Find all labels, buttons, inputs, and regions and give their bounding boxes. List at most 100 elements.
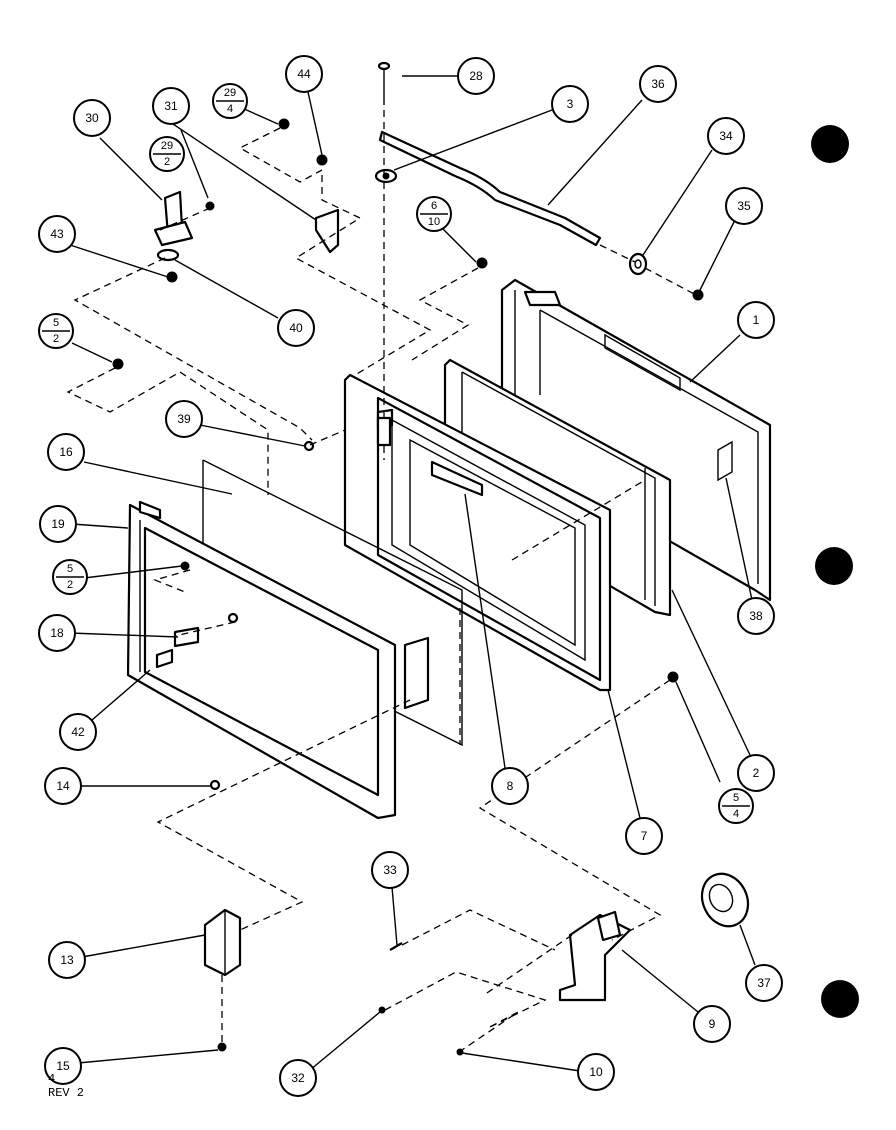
balloon-40-label: 40 xyxy=(289,321,303,335)
balloon-28: 28 xyxy=(457,57,495,95)
fraction-29-4-top: 29 xyxy=(224,87,236,99)
balloon-16: 16 xyxy=(47,433,85,471)
balloon-32-label: 32 xyxy=(291,1071,305,1085)
balloon-14-label: 14 xyxy=(56,779,70,793)
balloon-18: 18 xyxy=(38,614,76,652)
fraction-callout-6-10: 6 10 xyxy=(416,196,452,232)
part-15-screw xyxy=(217,1042,227,1052)
balloon-1: 1 xyxy=(737,301,775,339)
balloon-43-label: 43 xyxy=(50,227,64,241)
balloon-9-label: 9 xyxy=(709,1017,716,1031)
fraction-5-2-mid-top: 5 xyxy=(67,563,73,575)
balloon-2-label: 2 xyxy=(753,766,760,780)
part-31-bracket xyxy=(314,208,340,254)
registration-dot-middle xyxy=(815,547,853,585)
part-10-screw xyxy=(456,1048,464,1056)
balloon-3: 3 xyxy=(551,85,589,123)
balloon-44-label: 44 xyxy=(297,67,311,81)
balloon-14: 14 xyxy=(44,767,82,805)
balloon-13-label: 13 xyxy=(60,953,74,967)
balloon-19: 19 xyxy=(39,505,77,543)
fraction-29-4-bottom: 4 xyxy=(227,103,233,115)
fraction-29-2-bottom: 2 xyxy=(164,156,170,168)
balloon-38: 38 xyxy=(737,597,775,635)
balloon-16-label: 16 xyxy=(59,445,73,459)
balloon-42-label: 42 xyxy=(71,725,85,739)
part-36-rod xyxy=(378,130,602,247)
part-3-washer xyxy=(374,168,398,184)
balloon-13: 13 xyxy=(48,941,86,979)
balloon-1-label: 1 xyxy=(753,313,760,327)
balloon-37-label: 37 xyxy=(757,976,771,990)
balloon-43: 43 xyxy=(38,215,76,253)
fraction-6-10-top: 6 xyxy=(431,200,437,212)
balloon-32: 32 xyxy=(279,1059,317,1097)
page-footer: 4 REV 2 xyxy=(48,1072,84,1100)
balloon-2: 2 xyxy=(737,754,775,792)
part-40-washer xyxy=(156,248,180,262)
leader-lines xyxy=(69,75,756,1072)
balloon-18-label: 18 xyxy=(50,626,64,640)
balloon-3-label: 3 xyxy=(567,97,574,111)
balloon-30-label: 30 xyxy=(85,111,99,125)
balloon-40: 40 xyxy=(277,309,315,347)
balloon-7: 7 xyxy=(625,817,663,855)
balloon-39: 39 xyxy=(165,400,203,438)
balloon-38-label: 38 xyxy=(749,609,763,623)
fraction-callout-5-2-top: 5 2 xyxy=(38,313,74,349)
part-28-screw xyxy=(377,61,391,105)
balloon-15-label: 15 xyxy=(56,1059,70,1073)
part-screw-29-2 xyxy=(205,201,215,211)
part-37-roller xyxy=(700,872,750,928)
balloon-10: 10 xyxy=(577,1053,615,1091)
registration-dot-bottom xyxy=(821,980,859,1018)
page-number: 4 xyxy=(48,1072,56,1086)
balloon-39-label: 39 xyxy=(177,412,191,426)
part-screw-6-10 xyxy=(476,257,488,269)
balloon-8: 8 xyxy=(491,767,529,805)
balloon-44: 44 xyxy=(285,55,323,93)
part-screw-boss xyxy=(376,416,392,447)
balloon-9: 9 xyxy=(693,1005,731,1043)
balloon-35-label: 35 xyxy=(737,199,751,213)
fraction-5-4-top: 5 xyxy=(733,792,739,804)
part-1-rear-panel xyxy=(500,278,772,602)
balloon-36-label: 36 xyxy=(651,77,665,91)
balloon-31-label: 31 xyxy=(164,99,178,113)
part-9-latch xyxy=(558,910,632,1002)
balloon-35: 35 xyxy=(725,187,763,225)
part-33-pin xyxy=(389,942,403,951)
balloon-42: 42 xyxy=(59,713,97,751)
fraction-5-2-top-bottom: 2 xyxy=(53,333,59,345)
balloon-34-label: 34 xyxy=(719,129,733,143)
fraction-5-2-mid-bottom: 2 xyxy=(67,579,73,591)
balloon-31: 31 xyxy=(152,87,190,125)
balloon-33-label: 33 xyxy=(383,863,397,877)
balloon-19-label: 19 xyxy=(51,517,65,531)
part-screw-5-2-top xyxy=(112,358,124,370)
fraction-5-4-bottom: 4 xyxy=(733,808,739,820)
part-14-screw xyxy=(209,779,221,791)
fraction-callout-29-4: 29 4 xyxy=(212,83,248,119)
fraction-5-2-top-top: 5 xyxy=(53,317,59,329)
part-44-screw xyxy=(316,154,328,166)
revision-label: REV 2 xyxy=(48,1086,85,1100)
fraction-6-10-bottom: 10 xyxy=(428,216,440,228)
fraction-callout-5-4: 5 4 xyxy=(718,788,754,824)
balloon-8-label: 8 xyxy=(507,779,514,793)
fraction-callout-29-2: 29 2 xyxy=(149,136,185,172)
part-screw-29-4 xyxy=(278,118,290,130)
registration-dot-top xyxy=(811,125,849,163)
part-43-screw xyxy=(166,271,178,283)
balloon-34: 34 xyxy=(707,117,745,155)
part-34-grommet xyxy=(628,252,648,276)
balloon-15: 15 xyxy=(44,1047,82,1085)
part-13-latch-cover xyxy=(203,908,242,977)
balloon-7-label: 7 xyxy=(641,829,648,843)
balloon-33: 33 xyxy=(371,851,409,889)
balloon-36: 36 xyxy=(639,65,677,103)
part-35-nut xyxy=(692,289,704,301)
balloon-37: 37 xyxy=(745,964,783,1002)
part-screw-5-4 xyxy=(667,671,679,683)
